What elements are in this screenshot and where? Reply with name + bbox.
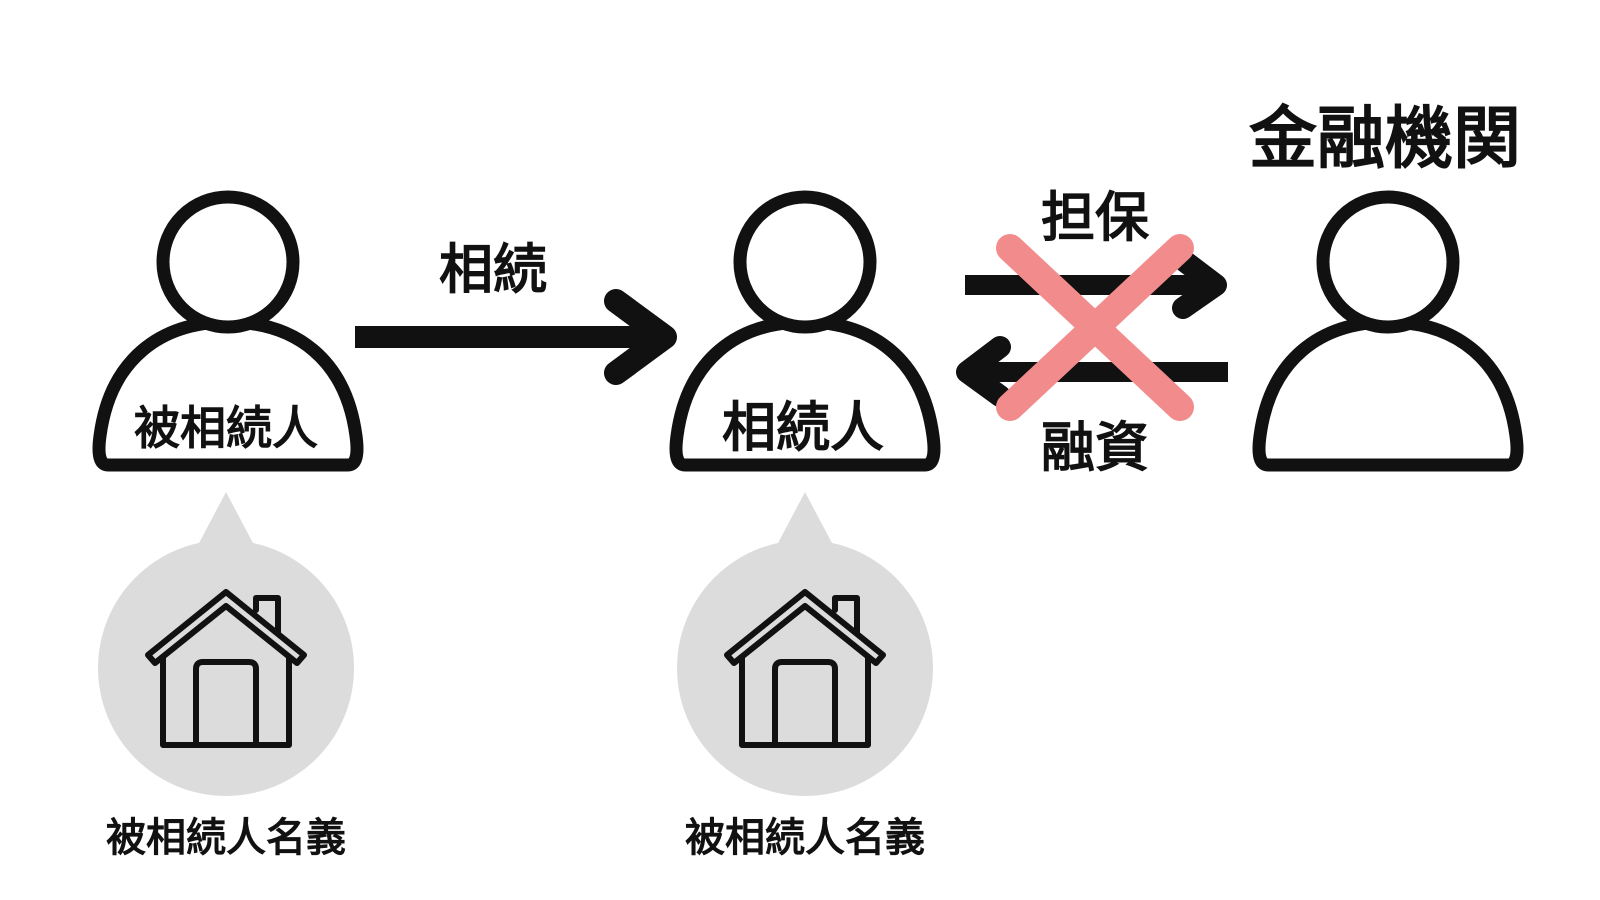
- person-icon-institution: [1252, 190, 1524, 472]
- person-icon-heir: [669, 190, 941, 472]
- property-bubble-second: [677, 492, 933, 796]
- property-bubble-first: [98, 492, 354, 796]
- heir-label: 相続人: [722, 396, 884, 459]
- inheritance-arrow-label: 相続: [439, 238, 547, 301]
- decedent-label: 被相続人: [134, 401, 318, 455]
- collateral-arrow: [965, 249, 1227, 319]
- property-owner-label-first: 被相続人名義: [106, 815, 346, 861]
- institution-label: 金融機関: [1248, 100, 1522, 179]
- loan-label: 融資: [1041, 416, 1149, 479]
- collateral-label: 担保: [1041, 186, 1149, 249]
- property-owner-label-second: 被相続人名義: [685, 815, 925, 861]
- person-icon-decedent: [92, 190, 364, 472]
- prohibited-cross-icon: [996, 234, 1194, 421]
- inheritance-arrow: [355, 289, 677, 385]
- house-icon-second: [724, 589, 886, 748]
- house-icon-first: [145, 589, 307, 748]
- loan-arrow: [956, 336, 1228, 407]
